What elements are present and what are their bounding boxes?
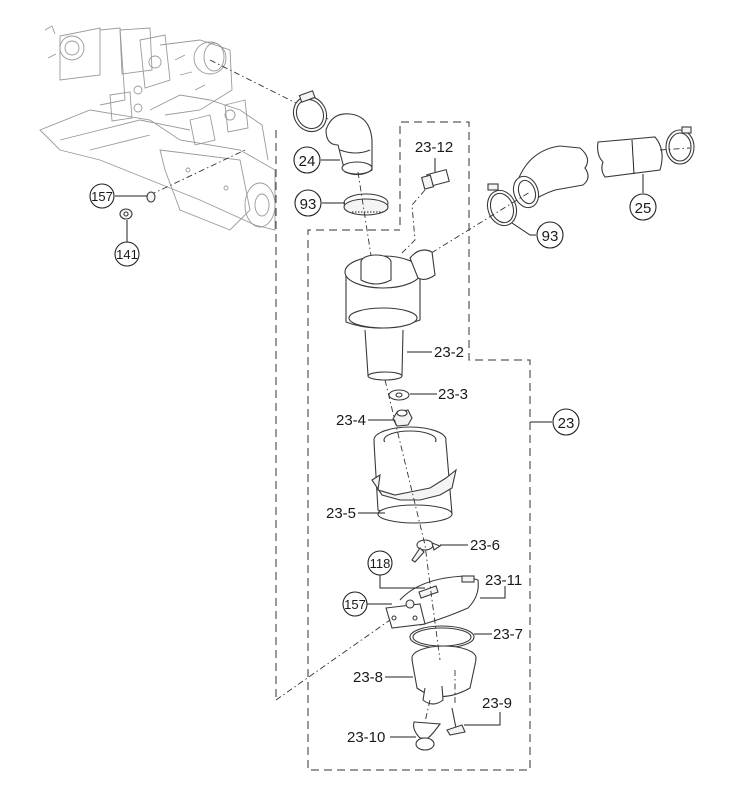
dust-cup-23-8 — [411, 645, 477, 705]
callout-25[interactable] — [629, 193, 657, 221]
hose-clamp-upper — [292, 90, 328, 133]
air-cleaner-body-23-2 — [344, 249, 436, 381]
washer-23-3 — [388, 389, 410, 401]
callout-93-right-text: 93 — [542, 228, 559, 245]
callout-118-text: 118 — [370, 556, 391, 571]
right-axis — [659, 147, 691, 151]
callout-157-left[interactable] — [89, 183, 115, 209]
engine-block — [39, 25, 276, 231]
label-23-5: 23-5 — [326, 505, 356, 522]
callout-23-text: 23 — [558, 415, 575, 432]
callout-157-right-text: 157 — [344, 597, 366, 612]
filter-element-23-5 — [371, 426, 457, 524]
group-23-boundary — [307, 121, 531, 771]
callout-23[interactable] — [552, 408, 580, 436]
gasket-23-7 — [409, 625, 475, 649]
label-23-2: 23-2 — [434, 344, 464, 361]
intake-axis — [419, 191, 531, 261]
washer-157-left — [146, 191, 156, 203]
label-23-11: 23-11 — [485, 572, 522, 589]
callout-157-left-text: 157 — [91, 189, 113, 204]
callout-25-text: 25 — [635, 200, 652, 217]
fitting-axis — [399, 189, 426, 256]
hose-25 — [512, 136, 663, 209]
wing-nut-23-6 — [411, 539, 442, 563]
label-23-9: 23-9 — [482, 695, 512, 712]
callout-93-left[interactable] — [294, 189, 322, 217]
callout-93-left-text: 93 — [300, 196, 317, 213]
label-23-4: 23-4 — [336, 412, 366, 429]
callout-24-text: 24 — [299, 153, 316, 170]
callout-141[interactable] — [114, 241, 140, 267]
callout-93-right[interactable] — [536, 221, 564, 249]
label-23-6: 23-6 — [470, 537, 500, 554]
label-23-7: 23-7 — [493, 626, 523, 643]
hose-clamp-93-right — [486, 183, 518, 227]
label-23-8: 23-8 — [353, 669, 383, 686]
bracket-axis — [275, 619, 391, 701]
center-axis — [384, 379, 441, 661]
fitting-23-12 — [420, 168, 450, 190]
clamp-band-23-11 — [385, 575, 479, 629]
dust-valve-23-10 — [413, 721, 442, 751]
callout-118[interactable] — [367, 550, 393, 576]
nut-23-4 — [392, 409, 413, 427]
wing-bolt-23-9 — [446, 707, 466, 736]
callout-141-text: 141 — [116, 247, 138, 262]
label-23-12: 23-12 — [415, 139, 453, 156]
callout-157-right[interactable] — [342, 591, 368, 617]
label-23-3: 23-3 — [438, 386, 468, 403]
nut-axis — [149, 149, 246, 196]
nut-141-left — [119, 208, 133, 220]
valve-axis — [424, 699, 431, 723]
label-23-10: 23-10 — [347, 729, 385, 746]
elbow-hose-24 — [325, 113, 373, 176]
hose-clamp-93-left — [343, 193, 389, 216]
callout-24[interactable] — [293, 146, 321, 174]
axis-24 — [357, 171, 373, 263]
hose-clamp-right — [665, 126, 695, 165]
